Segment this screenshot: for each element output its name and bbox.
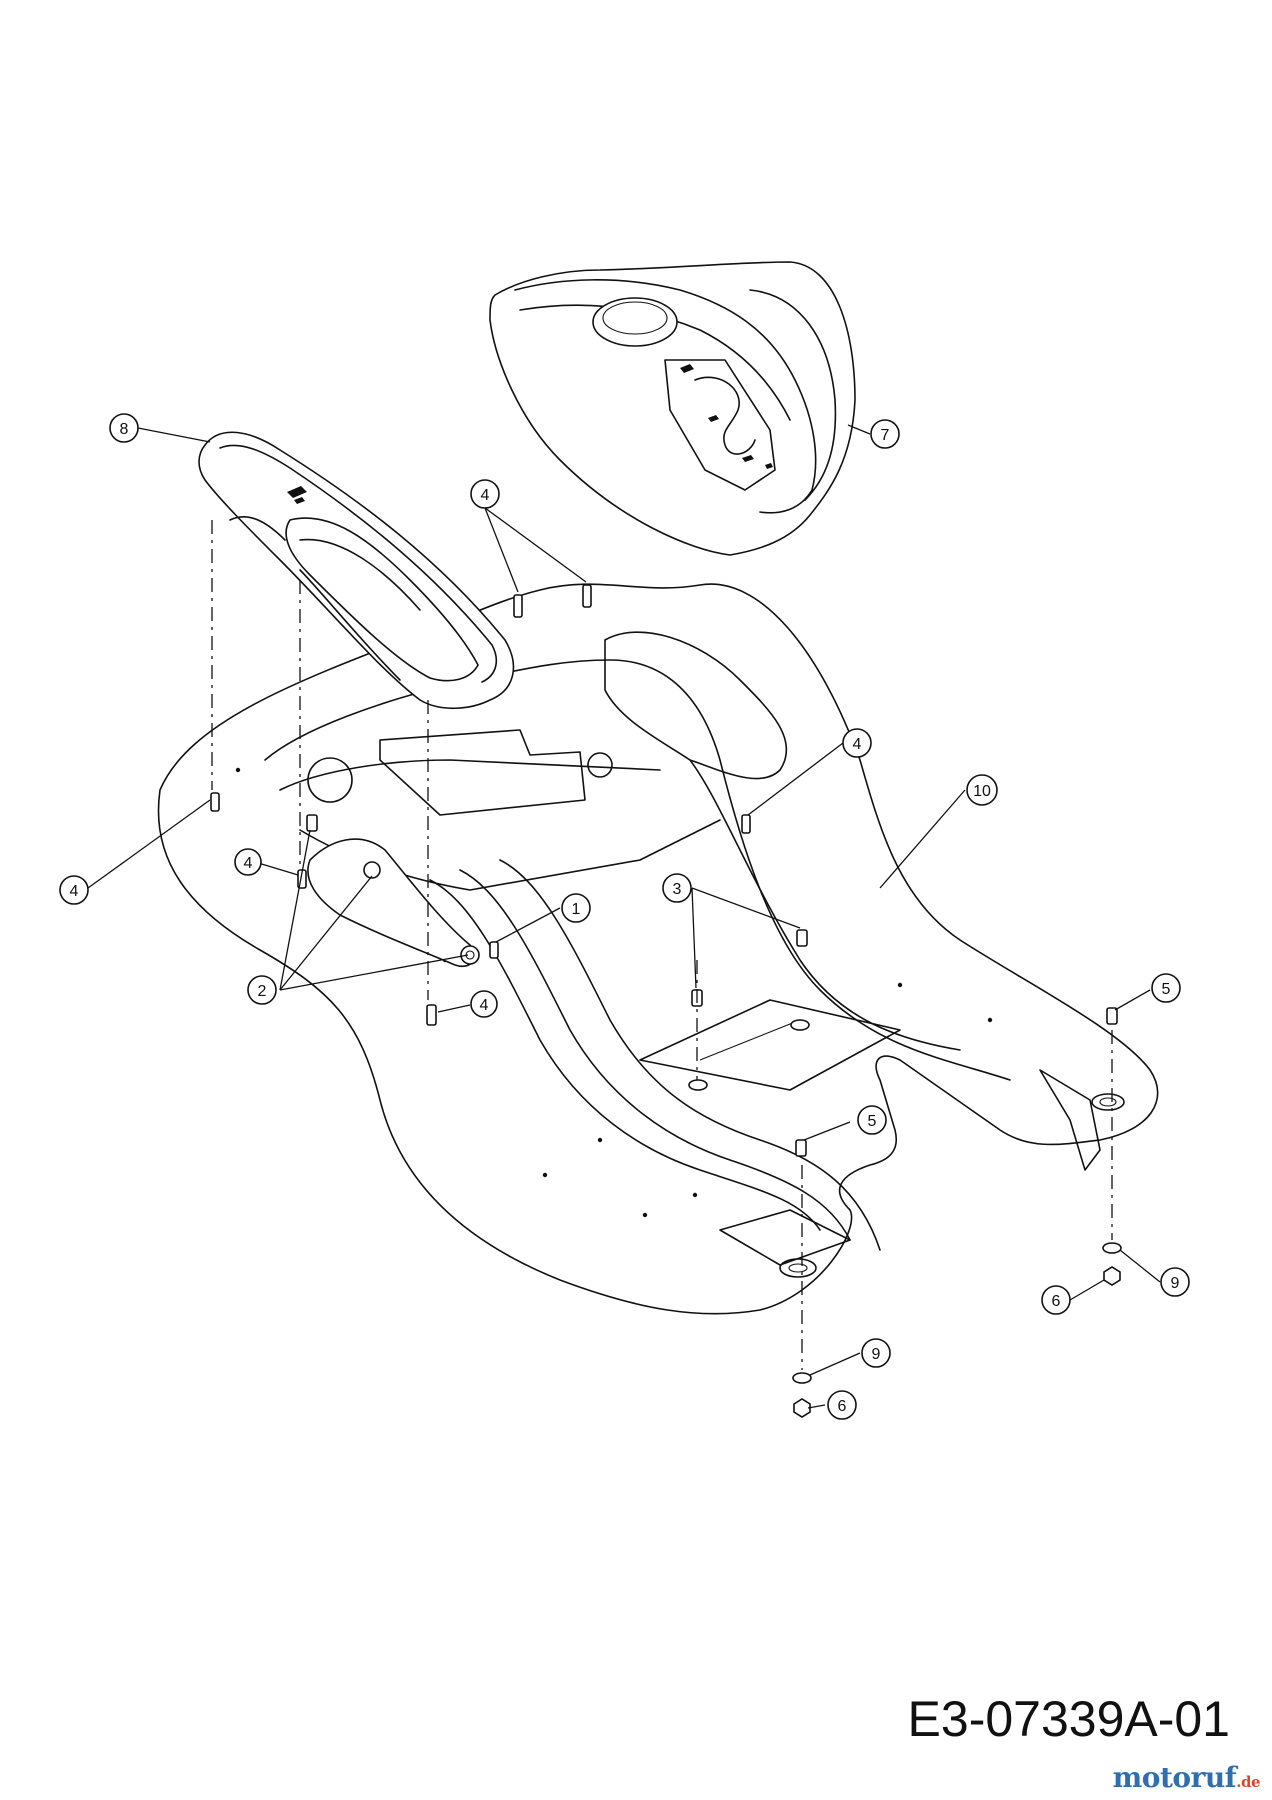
- callout-4a: 4: [470, 479, 500, 509]
- callout-2: 2: [247, 975, 277, 1005]
- callout-10: 10: [966, 774, 998, 806]
- callout-3-label: 3: [673, 881, 682, 898]
- callout-6b: 6: [827, 1390, 857, 1420]
- callout-4d: 4: [842, 728, 872, 758]
- part-2-bracket: [307, 838, 480, 967]
- drawing-code: E3-07339A-01: [907, 1691, 1230, 1747]
- callout-7: 7: [870, 419, 900, 449]
- callout-8: 8: [109, 413, 139, 443]
- callout-3: 3: [662, 873, 692, 903]
- callout-1-label: 1: [572, 901, 581, 918]
- callout-9a-label: 9: [1171, 1275, 1180, 1292]
- callout-2-label: 2: [258, 983, 267, 1000]
- callout-4a-label: 4: [481, 487, 490, 504]
- part-8-left-fender-pod: [198, 431, 515, 710]
- callout-5a: 5: [1151, 973, 1181, 1003]
- callout-5b-label: 5: [868, 1113, 877, 1130]
- callout-6b-label: 6: [838, 1398, 847, 1415]
- watermark-name: motoruf: [1112, 1761, 1237, 1794]
- fasteners: [210, 584, 1122, 1418]
- callout-leaders: [87, 424, 1161, 1409]
- callout-9b-label: 9: [872, 1346, 881, 1363]
- assembly-lines: [211, 520, 1113, 1370]
- callout-9a: 9: [1160, 1267, 1190, 1297]
- callout-5b: 5: [857, 1105, 887, 1135]
- part-10-body-fender: [157, 583, 1159, 1315]
- watermark-suffix: .de: [1236, 1773, 1260, 1791]
- callout-4e: 4: [470, 990, 498, 1018]
- callout-7-label: 7: [881, 427, 890, 444]
- callout-8-label: 8: [120, 421, 129, 438]
- callout-9b: 9: [861, 1338, 891, 1368]
- callout-4c-label: 4: [244, 855, 253, 872]
- callout-4b-label: 4: [70, 883, 79, 900]
- callout-10-label: 10: [973, 783, 991, 800]
- callout-6a: 6: [1041, 1285, 1071, 1315]
- callout-5a-label: 5: [1162, 981, 1171, 998]
- part-7-rear-console: [489, 261, 856, 556]
- callout-4d-label: 4: [853, 736, 862, 753]
- callout-6a-label: 6: [1052, 1293, 1061, 1310]
- callout-1: 1: [561, 893, 591, 923]
- watermark-logo: motoruf.de: [1112, 1761, 1261, 1794]
- callout-4e-label: 4: [480, 997, 489, 1014]
- callout-4c: 4: [234, 848, 262, 876]
- callout-4b: 4: [59, 875, 89, 905]
